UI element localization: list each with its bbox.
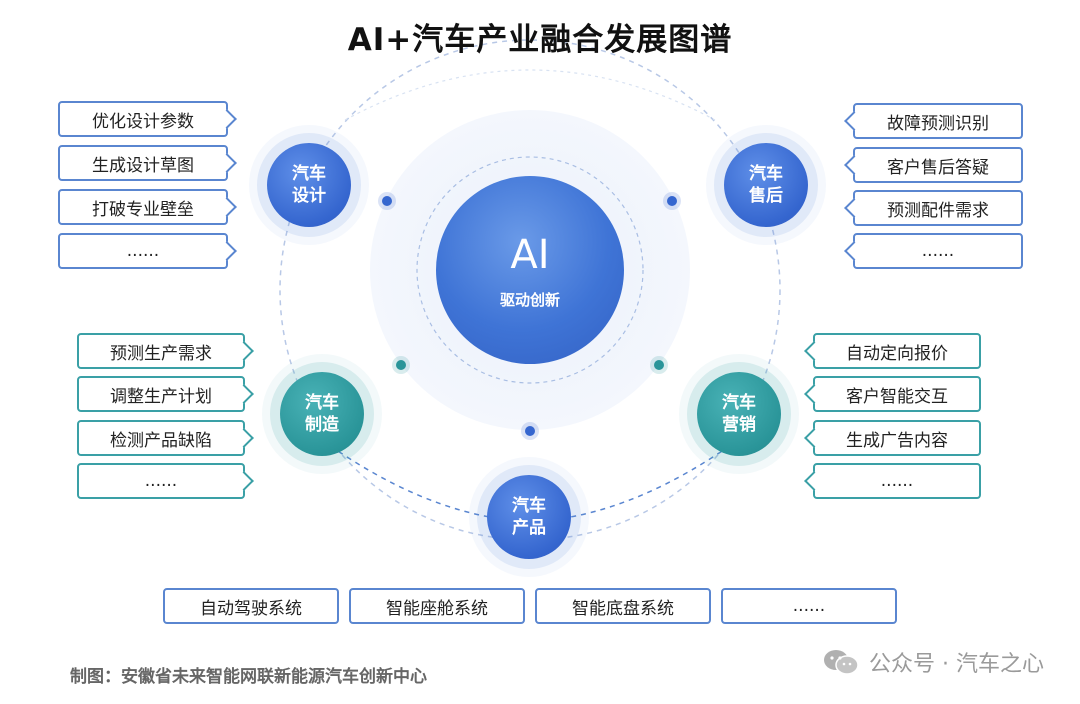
node-design-line1: 汽车 [292,164,326,184]
manufacturing-item-2: 调整生产计划 [77,376,245,412]
ai-core: AI 驱动创新 [436,176,624,364]
marketing-item-1: 自动定向报价 [813,333,981,369]
product-item-4: ...... [721,588,897,624]
aftersales-item-3: 预测配件需求 [853,190,1023,226]
watermark: 公众号 · 汽车之心 [821,646,1044,678]
ring-dot-lower-right [654,360,664,370]
product-item-2: 智能座舱系统 [349,588,525,624]
node-marketing-line2: 营销 [722,415,756,435]
design-item-1: 优化设计参数 [58,101,228,137]
manufacturing-item-3: 检测产品缺陷 [77,420,245,456]
ring-dot-upper-left [382,196,392,206]
node-marketing: 汽车 营销 [697,372,781,456]
node-product-line1: 汽车 [512,496,546,516]
watermark-text: 公众号 · 汽车之心 [869,652,1044,677]
node-aftersales-line1: 汽车 [749,164,783,184]
product-item-3: 智能底盘系统 [535,588,711,624]
arc-manufacturing-product [321,439,511,521]
node-design-line2: 设计 [292,186,326,206]
node-manufacturing: 汽车 制造 [280,372,364,456]
aftersales-item-2: 客户售后答疑 [853,147,1023,183]
aftersales-item-4: ...... [853,233,1023,269]
node-aftersales-line2: 售后 [749,186,783,206]
aftersales-item-1: 故障预测识别 [853,103,1023,139]
product-item-1: 自动驾驶系统 [163,588,339,624]
marketing-item-4: ...... [813,463,981,499]
core-inner-ring [416,156,644,384]
node-product-line2: 产品 [512,518,546,538]
arc-marketing-product [549,439,739,521]
node-design: 汽车 设计 [267,143,351,227]
design-item-3: 打破专业壁垒 [58,189,228,225]
node-aftersales: 汽车 售后 [724,143,808,227]
node-manufacturing-line2: 制造 [305,415,339,435]
node-marketing-line1: 汽车 [722,393,756,413]
marketing-item-3: 生成广告内容 [813,420,981,456]
ring-dot-upper-right [667,196,677,206]
page-title: AI+汽车产业融合发展图谱 [347,22,733,58]
ai-core-sublabel: 驱动创新 [499,290,560,309]
marketing-item-2: 客户智能交互 [813,376,981,412]
manufacturing-item-4: ...... [77,463,245,499]
credit-text: 制图：安徽省未来智能网联新能源汽车创新中心 [70,667,427,687]
design-item-2: 生成设计草图 [58,145,228,181]
node-manufacturing-line1: 汽车 [305,393,339,413]
ring-dot-lower-left [396,360,406,370]
ring-dot-bottom [525,426,535,436]
node-product: 汽车 产品 [487,475,571,559]
design-item-4: ...... [58,233,228,269]
wechat-icon [824,650,859,675]
ai-core-label: AI [510,231,550,278]
manufacturing-item-1: 预测生产需求 [77,333,245,369]
